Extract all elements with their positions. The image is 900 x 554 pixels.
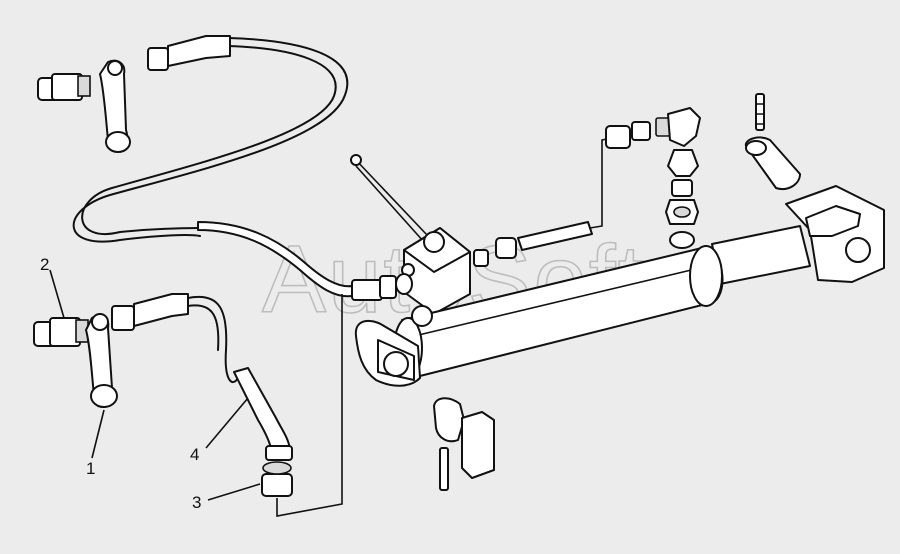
upper-hose: [72, 37, 353, 298]
hydraulic-cylinder: [354, 185, 885, 387]
control-valve: [350, 154, 517, 315]
elbow-fitting: [605, 107, 701, 249]
mounting-bracket: [433, 397, 495, 491]
callout-2: 2: [40, 255, 49, 274]
lower-hose: [187, 294, 343, 517]
callout-leaders: [49, 269, 261, 501]
callout-3: 3: [192, 493, 201, 512]
lower-quick-coupling: [33, 293, 189, 408]
pivot-pin: [744, 93, 801, 190]
upper-quick-coupling: [37, 35, 231, 153]
callout-1: 1: [86, 459, 95, 478]
callout-4: 4: [190, 445, 199, 464]
